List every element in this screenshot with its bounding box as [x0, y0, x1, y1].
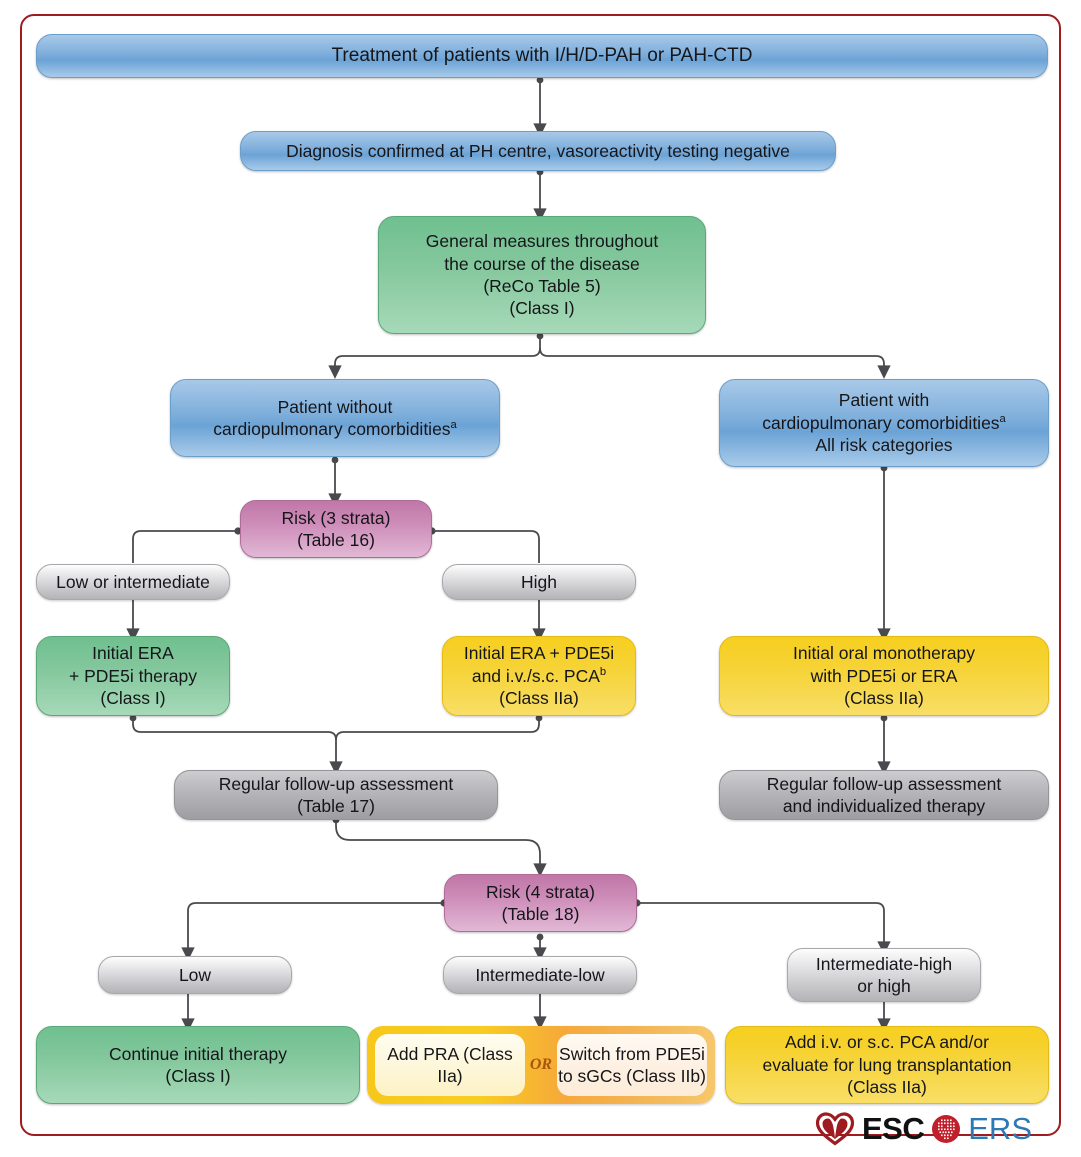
node-high: High — [442, 564, 636, 600]
footnote-marker-b: b — [599, 665, 607, 678]
initial-era-pca-line3: (Class IIa) — [499, 688, 579, 709]
patient-without-label: cardiopulmonary comorbidities — [213, 419, 451, 439]
esc-ers-logo: ESC ERS — [815, 1109, 1032, 1149]
risk4-line2: (Table 18) — [501, 904, 580, 924]
initial-era-line3: (Class I) — [100, 688, 166, 709]
node-add-pca-or-transplant: Add i.v. or s.c. PCA and/or evaluate for… — [725, 1026, 1049, 1104]
add-pca-line2: evaluate for lung transplantation — [762, 1054, 1012, 1075]
int-high-line1: Intermediate-high — [815, 953, 953, 974]
node-low-or-intermediate: Low or intermediate — [36, 564, 230, 600]
node-add-pra: Add PRA (Class IIa) — [375, 1034, 525, 1096]
patient-with-label: cardiopulmonary comorbidities — [762, 412, 1000, 433]
add-pra-line2: (Class IIa) — [437, 1043, 513, 1086]
followup-ind-line1: Regular follow-up assessment — [766, 773, 1002, 794]
node-low: Low — [98, 956, 292, 994]
node-risk-3-strata: Risk (3 strata) (Table 16) — [240, 500, 432, 558]
oral-mono-line2: with PDE5i or ERA — [810, 665, 958, 686]
node-risk-4-strata: Risk (4 strata) (Table 18) — [444, 874, 637, 932]
border-gap-mask — [805, 1121, 1040, 1133]
high-text: High — [521, 571, 557, 592]
switch-line2: PDE5i to sGCs — [558, 1043, 705, 1086]
low-or-intermediate-text: Low or intermediate — [56, 571, 210, 592]
node-patient-with-comorbidities: Patient with cardiopulmonary comorbiditi… — [719, 379, 1049, 467]
esc-label: ESC — [862, 1111, 925, 1146]
ers-label: ERS — [968, 1111, 1032, 1146]
node-diagnosis-text: Diagnosis confirmed at PH centre, vasore… — [286, 140, 790, 161]
initial-era-pca-line1: Initial ERA + PDE5i — [463, 643, 615, 664]
general-measures-line2: the course of the disease — [444, 253, 640, 274]
node-switch-to-sgcs: Switch from PDE5i to sGCs (Class IIb) — [557, 1034, 707, 1096]
node-title-text: Treatment of patients with I/H/D-PAH or … — [331, 44, 753, 66]
node-initial-era-pde5i: Initial ERA + PDE5i therapy (Class I) — [36, 636, 230, 716]
initial-era-line2: + PDE5i therapy — [69, 665, 197, 686]
esc-heart-icon — [815, 1112, 855, 1146]
add-pca-line3: (Class IIa) — [847, 1077, 927, 1098]
node-intermediate-high-or-high: Intermediate-high or high — [787, 948, 981, 1002]
node-continue-initial-therapy: Continue initial therapy (Class I) — [36, 1026, 360, 1104]
initial-era-pca-line2: and i.v./s.c. PCAb — [472, 665, 606, 687]
footnote-marker-a2: a — [999, 412, 1006, 425]
node-initial-era-pde5i-pca: Initial ERA + PDE5i and i.v./s.c. PCAb (… — [442, 636, 636, 716]
patient-with-line2: cardiopulmonary comorbiditiesa — [762, 412, 1006, 434]
risk4-line1: Risk (4 strata) — [486, 881, 595, 902]
switch-line1: Switch from — [559, 1043, 651, 1064]
oral-mono-line1: Initial oral monotherapy — [793, 643, 975, 664]
general-measures-line3: (ReCo Table 5) — [483, 276, 601, 296]
node-initial-oral-monotherapy: Initial oral monotherapy with PDE5i or E… — [719, 636, 1049, 716]
initial-era-line1: Initial ERA — [92, 643, 174, 664]
continue-line1: Continue initial therapy — [108, 1043, 288, 1064]
patient-without-line1: Patient without — [277, 396, 393, 417]
initial-era-pca-label: and i.v./s.c. PCA — [471, 665, 600, 686]
followup17-line1: Regular follow-up assessment — [218, 773, 454, 794]
node-patient-without-comorbidities: Patient without cardiopulmonary comorbid… — [170, 379, 500, 457]
figure-border — [20, 14, 1061, 1136]
patient-with-line1: Patient with — [838, 390, 930, 411]
oral-mono-line3: (Class IIa) — [844, 688, 924, 709]
add-pra-line1: Add PRA — [387, 1043, 459, 1064]
switch-line3: (Class IIb) — [626, 1066, 706, 1086]
or-separator-label: OR — [529, 1056, 553, 1073]
node-followup-individualized: Regular follow-up assessment and individ… — [719, 770, 1049, 820]
node-followup-table17: Regular follow-up assessment (Table 17) — [174, 770, 498, 820]
patient-without-line2: cardiopulmonary comorbiditiesa — [213, 418, 457, 440]
node-title: Treatment of patients with I/H/D-PAH or … — [36, 34, 1048, 78]
ers-lung-icon — [932, 1115, 961, 1143]
risk3-line1: Risk (3 strata) — [281, 507, 391, 528]
node-general-measures: General measures throughout the course o… — [378, 216, 706, 334]
footnote-marker-a: a — [450, 419, 457, 432]
intermediate-low-text: Intermediate-low — [475, 964, 605, 985]
followup17-line2: (Table 17) — [297, 796, 375, 816]
low-text: Low — [178, 964, 212, 985]
general-measures-line4: (Class I) — [509, 298, 575, 319]
risk3-line2: (Table 16) — [297, 530, 375, 550]
node-or-composite: Add PRA (Class IIa) OR Switch from PDE5i… — [367, 1026, 715, 1104]
int-high-line2: or high — [857, 976, 911, 996]
add-pca-line1: Add i.v. or s.c. PCA and/or — [785, 1032, 989, 1053]
followup-ind-line2: and individualized therapy — [782, 796, 986, 816]
general-measures-line1: General measures throughout — [425, 231, 659, 252]
node-diagnosis: Diagnosis confirmed at PH centre, vasore… — [240, 131, 836, 171]
continue-line2: (Class I) — [165, 1066, 231, 1086]
node-intermediate-low: Intermediate-low — [443, 956, 637, 994]
patient-with-line3: All risk categories — [815, 435, 953, 456]
